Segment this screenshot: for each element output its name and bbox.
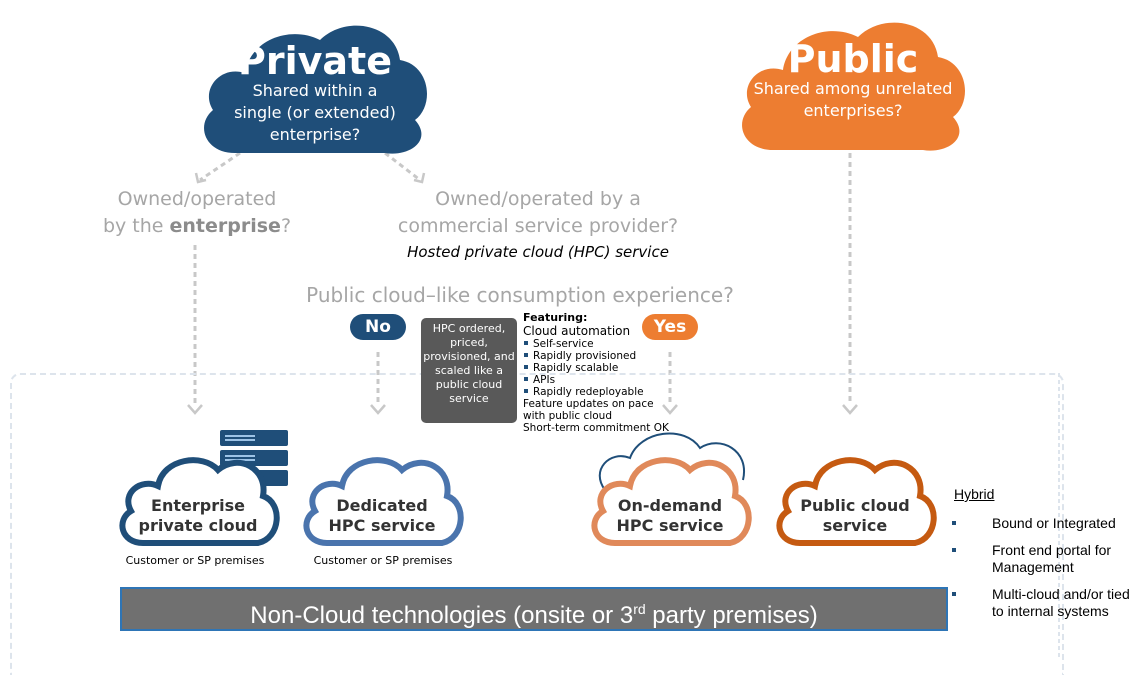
hybrid-item: Front end portal for Management (947, 542, 1141, 576)
on-demand-cloud-line1: On-demand (617, 496, 723, 515)
featuring-item: Rapidly provisioned (524, 350, 673, 362)
no-badge: No (350, 314, 406, 340)
non-cloud-text: Non-Cloud technologies (onsite or 3 (250, 602, 634, 629)
dedicated-cloud-label: Dedicated HPC service (297, 496, 467, 536)
owned-provider-line2: commercial service provider? (397, 215, 679, 237)
owned-enterprise-suffix: ? (280, 215, 292, 237)
private-subtitle: Shared within a single (or extended) ent… (234, 81, 396, 144)
dedicated-cloud-shape (303, 457, 464, 546)
yes-badge: Yes (642, 314, 698, 340)
featuring-title: Featuring: (523, 311, 588, 324)
non-cloud-banner: Non-Cloud technologies (onsite or 3rd pa… (120, 587, 948, 631)
non-cloud-sup: rd (633, 601, 646, 617)
public-title: Public (787, 37, 919, 81)
enterprise-cloud-line1: Enterprise (151, 496, 245, 515)
featuring-footer-2: with public cloud (523, 410, 612, 422)
featuring-footer-1: Feature updates on pace (523, 398, 654, 410)
featuring-subtitle: Cloud automation (523, 324, 631, 338)
public-service-cloud-label: Public cloud service (770, 496, 940, 536)
owned-enterprise-question: Owned/operated by the enterprise? (92, 186, 302, 240)
hybrid-item: Bound or Integrated (947, 515, 1141, 532)
owned-enterprise-prefix: by the (102, 215, 170, 237)
dedicated-cloud-line2: HPC service (328, 516, 436, 535)
enterprise-cloud-line2: private cloud (138, 516, 258, 535)
enterprise-cloud-label: Enterprise private cloud (113, 496, 283, 536)
hybrid-item: Multi-cloud and/or tied to internal syst… (947, 586, 1141, 620)
enterprise-cloud-shape (119, 457, 280, 546)
public-subtitle: Shared among unrelated enterprises? (753, 79, 953, 120)
featuring-footer-3: Short-term commitment OK (523, 422, 669, 434)
featuring-item: Rapidly scalable (524, 362, 673, 374)
private-cloud-label: Private Shared within a single (or exten… (195, 42, 435, 146)
on-demand-cloud-line2: HPC service (616, 516, 724, 535)
public-cloud-label: Public Shared among unrelated enterprise… (733, 40, 973, 122)
owned-provider-question: Owned/operated by a commercial service p… (338, 186, 738, 264)
on-demand-cloud-shape (591, 432, 752, 546)
owned-enterprise-bold: enterprise (169, 215, 281, 237)
public-service-cloud-shape (776, 457, 937, 546)
on-demand-cloud-label: On-demand HPC service (585, 496, 755, 536)
private-cloud-shape (204, 25, 427, 154)
diagram-frame (10, 373, 1064, 675)
featuring-item: APIs (524, 374, 673, 386)
owned-enterprise-line2: by the enterprise? (92, 213, 302, 240)
frame-right-edge (1058, 373, 1060, 658)
featuring-item: Self-service (524, 338, 673, 350)
owned-provider-line1: Owned/operated by a (435, 188, 641, 210)
private-title: Private (238, 39, 392, 83)
hybrid-title: Hybrid (954, 486, 995, 502)
hpc-definition: Hosted private cloud (HPC) service (407, 243, 669, 261)
dedicated-cloud-line1: Dedicated (336, 496, 428, 515)
dedicated-premises-caption: Customer or SP premises (313, 554, 453, 567)
public-service-cloud-line2: service (822, 516, 888, 535)
connector-lines (187, 151, 858, 415)
featuring-list: Self-service Rapidly provisioned Rapidly… (523, 338, 673, 398)
enterprise-premises-caption: Customer or SP premises (125, 554, 265, 567)
public-service-cloud-line1: Public cloud (800, 496, 910, 515)
non-cloud-text-after: party premises) (645, 602, 818, 629)
owned-enterprise-line1: Owned/operated (117, 188, 277, 210)
public-cloud-shape (742, 22, 965, 151)
featuring-panel: Featuring: Cloud automation Self-service… (523, 311, 673, 435)
hybrid-list: Bound or Integrated Front end portal for… (947, 515, 1141, 630)
featuring-item: Rapidly redeployable (524, 386, 673, 398)
hpc-description-box: HPC ordered, priced, provisioned, and sc… (421, 318, 517, 423)
consumption-question: Public cloud–like consumption experience… (306, 283, 734, 307)
